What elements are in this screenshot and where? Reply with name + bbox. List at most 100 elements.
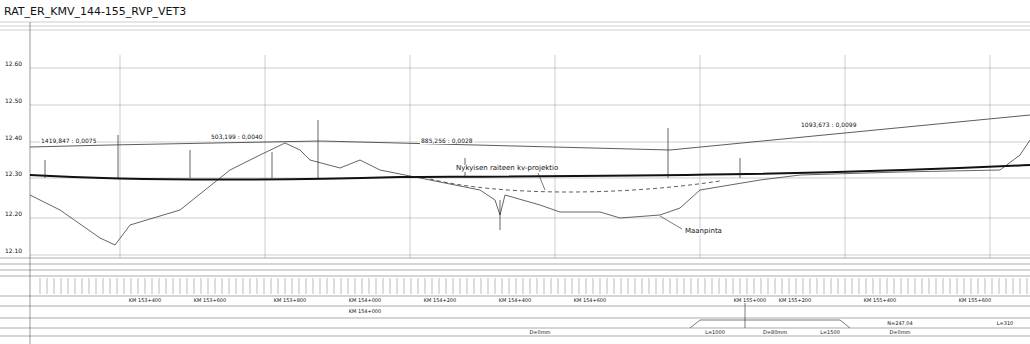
table-tick (698, 278, 699, 294)
table-tick (439, 278, 440, 294)
table-tick (1027, 278, 1028, 294)
table-tick (446, 278, 447, 294)
table-tick (516, 278, 517, 294)
table-tick (810, 278, 811, 294)
table-tick (782, 278, 783, 294)
table-tick (306, 278, 307, 294)
table-tick (180, 278, 181, 294)
table-tick (838, 278, 839, 294)
table-tick (285, 278, 286, 294)
table-tick (138, 278, 139, 294)
table-tick (880, 278, 881, 294)
table-tick (530, 278, 531, 294)
chainage-label: KM 155+600 (958, 298, 992, 303)
table-tick (537, 278, 538, 294)
table-tick (271, 278, 272, 294)
line-label: Maanpinta (684, 228, 723, 235)
table-tick (299, 278, 300, 294)
table-tick (467, 278, 468, 294)
table-tick (999, 278, 1000, 294)
table-tick (376, 278, 377, 294)
table-tick (971, 278, 972, 294)
chainage-label: KM 154+200 (423, 298, 457, 303)
table-tick (460, 278, 461, 294)
grade-label: 885,256 : 0,0028 (420, 138, 474, 144)
table-tick (54, 278, 55, 294)
table-tick (852, 278, 853, 294)
table-tick (257, 278, 258, 294)
table-tick (159, 278, 160, 294)
table-tick (845, 278, 846, 294)
table-tick (166, 278, 167, 294)
table-tick (313, 278, 314, 294)
chainage-label: KM 153+800 (273, 298, 307, 303)
table-tick (355, 278, 356, 294)
table-tick (593, 278, 594, 294)
table-tick (103, 278, 104, 294)
table-tick (236, 278, 237, 294)
table-tick (796, 278, 797, 294)
table-tick (670, 278, 671, 294)
table-tick (383, 278, 384, 294)
table-tick (754, 278, 755, 294)
chainage-label: KM 154+000 (348, 298, 382, 303)
table-tick (509, 278, 510, 294)
table-tick (47, 278, 48, 294)
table-tick (418, 278, 419, 294)
table-tick (1006, 278, 1007, 294)
table-tick (817, 278, 818, 294)
table-tick (922, 278, 923, 294)
table-tick (768, 278, 769, 294)
table-tick (131, 278, 132, 294)
table-value: D=0mm (529, 330, 552, 335)
chainage-label: KM 154+000 (348, 309, 382, 314)
table-value: D=80mm (762, 330, 788, 335)
table-tick (607, 278, 608, 294)
table-tick (82, 278, 83, 294)
table-tick (68, 278, 69, 294)
table-tick (124, 278, 125, 294)
chainage-label: KM 155+200 (778, 298, 812, 303)
drawing-title: RAT_ER_KMV_144-155_RVP_VET3 (4, 6, 186, 17)
table-tick (348, 278, 349, 294)
table-tick (887, 278, 888, 294)
table-tick (565, 278, 566, 294)
table-tick (173, 278, 174, 294)
table-tick (908, 278, 909, 294)
table-value: L=310 (996, 321, 1015, 326)
table-tick (572, 278, 573, 294)
table-tick (978, 278, 979, 294)
table-tick (579, 278, 580, 294)
table-tick (40, 278, 41, 294)
table-tick (89, 278, 90, 294)
table-tick (453, 278, 454, 294)
table-tick (152, 278, 153, 294)
table-tick (187, 278, 188, 294)
table-tick (61, 278, 62, 294)
table-tick (432, 278, 433, 294)
table-tick (369, 278, 370, 294)
table-tick (278, 278, 279, 294)
table-tick (215, 278, 216, 294)
table-tick (747, 278, 748, 294)
table-value: L=1500 (819, 330, 841, 335)
table-tick (894, 278, 895, 294)
table-tick (628, 278, 629, 294)
table-tick (719, 278, 720, 294)
table-tick (250, 278, 251, 294)
table-tick (929, 278, 930, 294)
table-tick (1013, 278, 1014, 294)
table-tick (264, 278, 265, 294)
table-tick (523, 278, 524, 294)
chainage-label: KM 155+000 (733, 298, 767, 303)
chainage-label: KM 153+600 (193, 298, 227, 303)
table-tick (397, 278, 398, 294)
chainage-label: KM 154+600 (573, 298, 607, 303)
table-tick (684, 278, 685, 294)
table-tick (145, 278, 146, 294)
table-tick (915, 278, 916, 294)
grade-label: 503,199 : 0,0040 (210, 134, 264, 140)
table-tick (586, 278, 587, 294)
table-value: D=0mm (889, 330, 912, 335)
